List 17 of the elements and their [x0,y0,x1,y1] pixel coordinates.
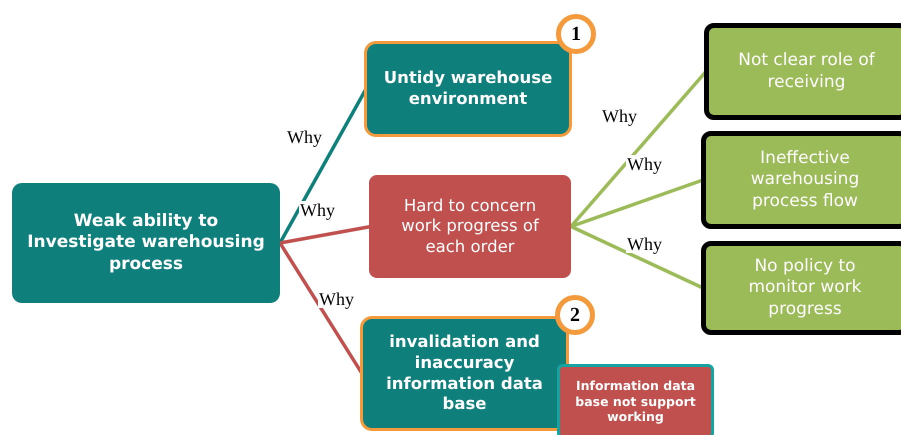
cause-box: Untidy warehouse environment [364,41,572,137]
number-circle: 2 [555,295,595,335]
cause-box: invalidation and inaccuracy information data base [360,316,569,431]
number-circle: 1 [556,14,596,54]
connector-line [280,224,372,245]
edge-label: Why [626,235,663,253]
root-cause-box: No policy to monitor work progress [701,241,901,335]
cause-box: Hard to concern work progress of each order [369,175,571,278]
root-cause-box: Not clear role of receiving [704,23,901,120]
note-box: Information data base not support working [557,364,714,435]
edge-label: Why [299,201,336,219]
edge-label: Why [286,128,323,146]
edge-label: Why [601,107,638,125]
problem-box: Weak ability to Investigate warehousing process [12,183,280,303]
root-cause-box: Ineffective warehousing process flow [701,131,901,229]
edge-label: Why [626,155,663,173]
edge-label: Why [318,290,355,308]
